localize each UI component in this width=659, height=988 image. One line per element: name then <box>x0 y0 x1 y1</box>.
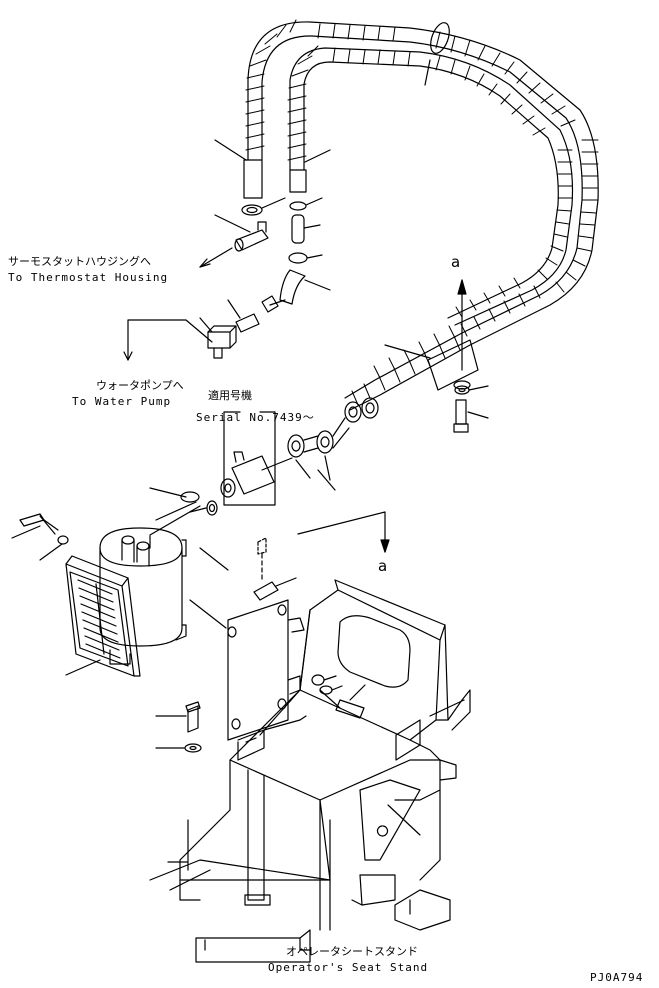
seat-stand-label-en: Operator's Seat Stand <box>268 961 429 974</box>
drawing-id: PJ0A794 <box>590 971 644 984</box>
serial-number-label: Serial No.7439～ <box>196 411 315 424</box>
view-a-label-mid: a <box>378 557 389 575</box>
operator-seat-stand <box>149 579 471 963</box>
mounting-bracket <box>155 537 366 761</box>
shutoff-valve-assembly <box>220 411 350 506</box>
seat-stand-label-jp: オペレータシートスタンド <box>286 945 418 958</box>
waterpump-label-en: To Water Pump <box>72 395 172 408</box>
hose-fittings <box>199 139 331 359</box>
thermostat-label-jp: サーモスタットハウジングへ <box>8 255 151 268</box>
bolt-washer-right <box>453 385 489 433</box>
view-a-label-top: a <box>451 253 462 271</box>
view-arrows <box>297 279 467 553</box>
heater-unit <box>11 487 218 677</box>
thermostat-label-en: To Thermostat Housing <box>8 271 169 284</box>
waterpump-label-jp: ウォータポンプへ <box>96 379 184 392</box>
applicable-units-label: 適用号機 <box>208 389 252 402</box>
heater-hose-loop <box>245 19 599 423</box>
routing-lines <box>123 319 213 361</box>
